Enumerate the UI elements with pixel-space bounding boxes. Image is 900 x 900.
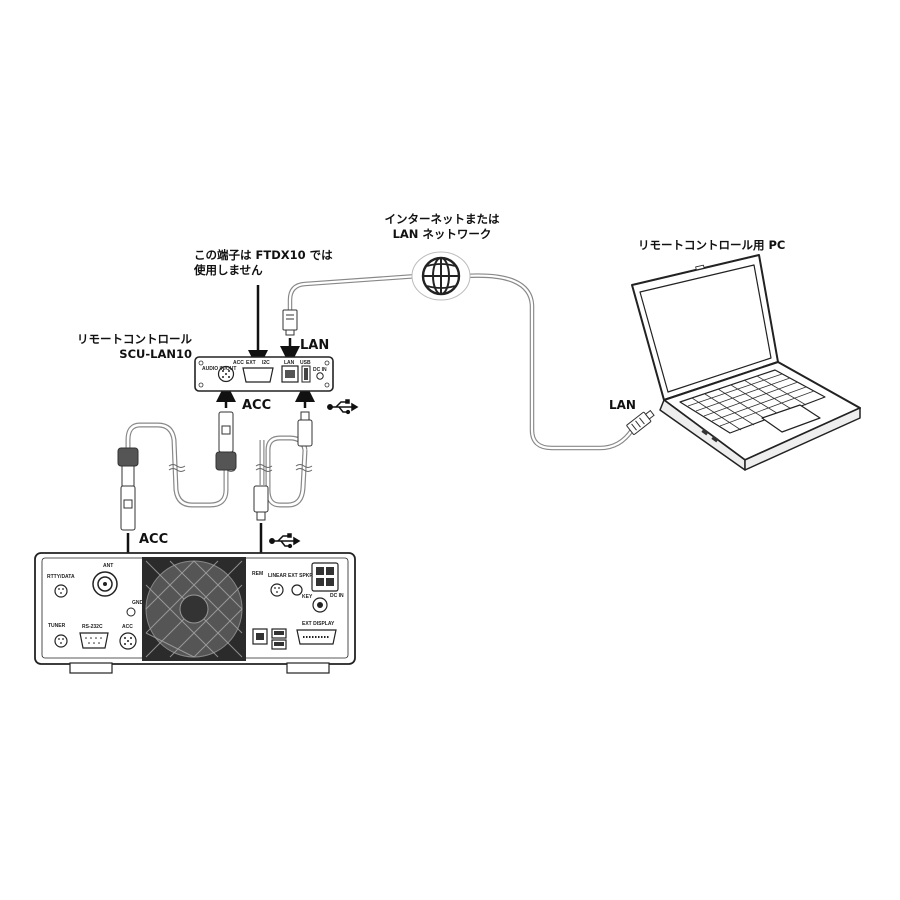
radio-dcin-label: DC IN: [330, 593, 344, 599]
laptop-pc: [631, 254, 861, 471]
device-label-line2: SCU-LAN10: [119, 347, 192, 361]
port-note-line1: この端子は FTDX10 では: [194, 248, 333, 262]
radio-linear-label: LINEAR: [268, 573, 287, 579]
cable-break-marks: [168, 464, 313, 472]
lan-cable: [287, 273, 634, 451]
port-note-label: この端子は FTDX10 では 使用しません: [194, 248, 333, 278]
acc-plug-lower: [117, 447, 139, 531]
radio-key-label: KEY: [302, 594, 313, 600]
lan-label-device: LAN: [300, 338, 330, 353]
network-label-line1: インターネットまたは: [384, 212, 500, 226]
radio-extspkr-label: EXT SPKR: [288, 573, 313, 579]
dev-usb-label: USB: [300, 360, 311, 366]
usb-plug-upper: [297, 411, 313, 447]
lan-plug-device: [282, 309, 298, 336]
lan-plug-pc: [626, 409, 655, 435]
acc-label-upper: ACC: [242, 398, 272, 413]
device-label: リモートコントロール SCU-LAN10: [70, 332, 192, 362]
radio-tuner-label: TUNER: [48, 623, 66, 629]
radio-rem-label: REM: [252, 571, 263, 577]
dev-audio-label: AUDIO IN/OUT: [202, 366, 236, 372]
radio-rtty-label: RTTY/DATA: [47, 574, 75, 580]
usb-icon: [327, 399, 359, 415]
network-label-line2: LAN ネットワーク: [392, 227, 492, 241]
dev-ext-label: EXT: [246, 360, 256, 366]
network-label: インターネットまたは LAN ネットワーク: [372, 212, 512, 242]
ftdx10-rear-panel: RTTY/DATA ANT TUNER RS-232C ACC GND REM …: [34, 552, 356, 674]
dev-dcin-label: DC IN: [313, 367, 327, 373]
pc-label: リモートコントロール用 PC: [638, 238, 786, 252]
lan-label-pc: LAN: [609, 398, 636, 412]
radio-rs232c-label: RS-232C: [82, 624, 103, 630]
scu-lan10-device: AUDIO IN/OUT ACC EXT I2C LAN USB DC IN: [194, 356, 334, 392]
radio-acc-label: ACC: [122, 624, 133, 630]
radio-gnd-label: GND: [132, 600, 144, 606]
radio-ant-label: ANT: [103, 563, 113, 569]
acc-plug-upper: [215, 411, 237, 471]
dev-i2c-label: I2C: [262, 360, 270, 366]
acc-label-lower: ACC: [139, 532, 169, 547]
globe-icon: [411, 251, 471, 301]
usb-plug-lower: [253, 485, 269, 521]
device-label-line1: リモートコントロール: [77, 332, 192, 346]
usb-icon: [269, 533, 301, 549]
dev-acc-label: ACC: [233, 360, 244, 366]
radio-extdisplay-label: EXT DISPLAY: [302, 621, 335, 627]
cooling-fan: [142, 557, 246, 661]
port-note-line2: 使用しません: [194, 263, 263, 277]
dev-lan-label: LAN: [284, 360, 295, 366]
